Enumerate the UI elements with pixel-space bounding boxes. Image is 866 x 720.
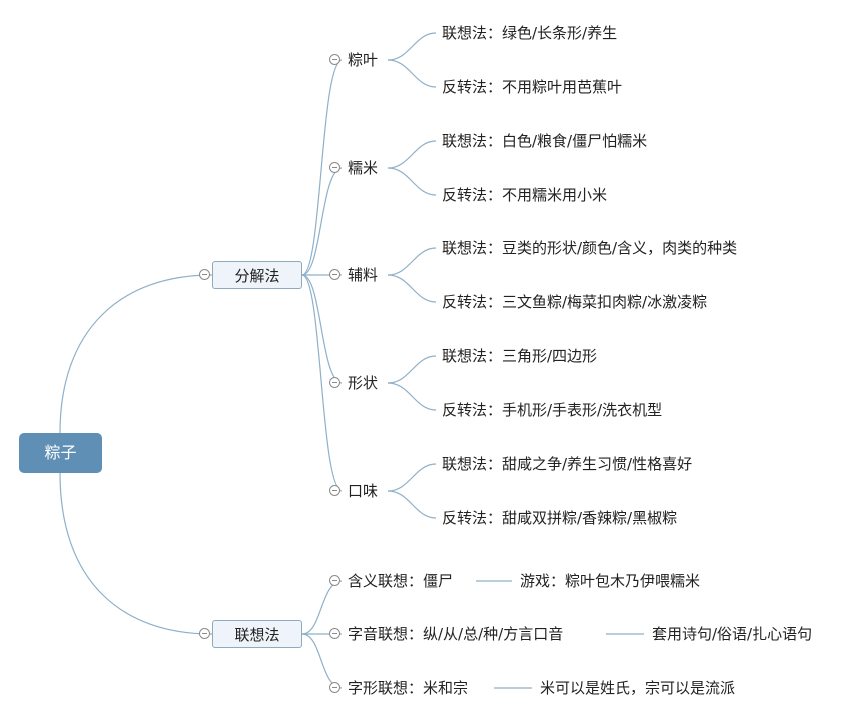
collapse-toggle-icon[interactable] [329,269,340,280]
assoc-glyph-note[interactable]: 米可以是姓氏，宗可以是流派 [540,679,736,697]
branch-associate[interactable]: 联想法 [212,620,302,648]
link-root-decompose [59,274,213,434]
leaf-node[interactable]: 联想法：三角形/四边形 [442,347,598,365]
leaf-node[interactable]: 反转法：三文鱼粽/梅菜扣肉粽/冰激凌粽 [442,293,708,311]
link-taste-1 [387,463,437,492]
link-taste-2 [387,490,437,519]
collapse-toggle-icon[interactable] [329,628,340,639]
link-decompose-leaf [301,59,343,276]
leaf-node[interactable]: 反转法：不用糯米用小米 [442,186,608,204]
assoc-glyph[interactable]: 字形联想：米和宗 [348,679,469,697]
link-shape-1 [387,355,437,384]
collapse-toggle-icon[interactable] [329,54,340,65]
leaf-node[interactable]: 联想法：绿色/长条形/养生 [442,24,618,42]
assoc-meaning-note[interactable]: 游戏：粽叶包木乃伊喂糯米 [520,572,701,590]
assoc-sound[interactable]: 字音联想：纵/从/总/种/方言口音 [348,625,564,643]
link-decompose-rice [301,167,343,276]
link-extra-1 [387,247,437,276]
link-root-associate [59,472,213,635]
collapse-toggle-icon[interactable] [329,485,340,496]
collapse-toggle-icon[interactable] [329,377,340,388]
leaf-node[interactable]: 联想法：甜咸之争/养生习惯/性格喜好 [442,455,693,473]
leaf-node[interactable]: 反转法：不用粽叶用芭蕉叶 [442,78,623,96]
collapse-toggle-icon[interactable] [329,682,340,693]
leaf-node[interactable]: 联想法：白色/粮食/僵尸怕糯米 [442,132,648,150]
collapse-toggle-icon[interactable] [199,269,210,280]
assoc-meaning[interactable]: 含义联想：僵尸 [348,572,454,590]
link-rice-2 [387,167,437,196]
link-assoc-1 [301,580,343,635]
link-decompose-taste [301,274,343,492]
leaf-node[interactable]: 反转法：手机形/手表形/洗衣机型 [442,401,663,419]
link-extra-2 [387,274,437,303]
assoc-sound-note[interactable]: 套用诗句/俗语/扎心语句 [652,625,813,643]
collapse-toggle-icon[interactable] [329,162,340,173]
link-shape-2 [387,382,437,411]
leaf-node[interactable]: 联想法：豆类的形状/颜色/含义，肉类的种类 [442,239,738,257]
link-rice-1 [387,140,437,169]
category-shape[interactable]: 形状 [348,374,379,392]
root-node[interactable]: 粽子 [19,433,102,473]
category-leaf[interactable]: 粽叶 [348,51,379,69]
category-taste[interactable]: 口味 [348,482,379,500]
link-leaf-2 [387,59,437,88]
collapse-toggle-icon[interactable] [329,575,340,586]
leaf-node[interactable]: 反转法：甜咸双拼粽/香辣粽/黑椒粽 [442,509,678,527]
link-decompose-shape [301,274,343,384]
link-assoc-3 [301,633,343,689]
category-rice[interactable]: 糯米 [348,159,379,177]
category-extra[interactable]: 辅料 [348,266,379,284]
link-leaf-1 [387,32,437,61]
collapse-toggle-icon[interactable] [199,628,210,639]
branch-decompose[interactable]: 分解法 [212,261,302,289]
